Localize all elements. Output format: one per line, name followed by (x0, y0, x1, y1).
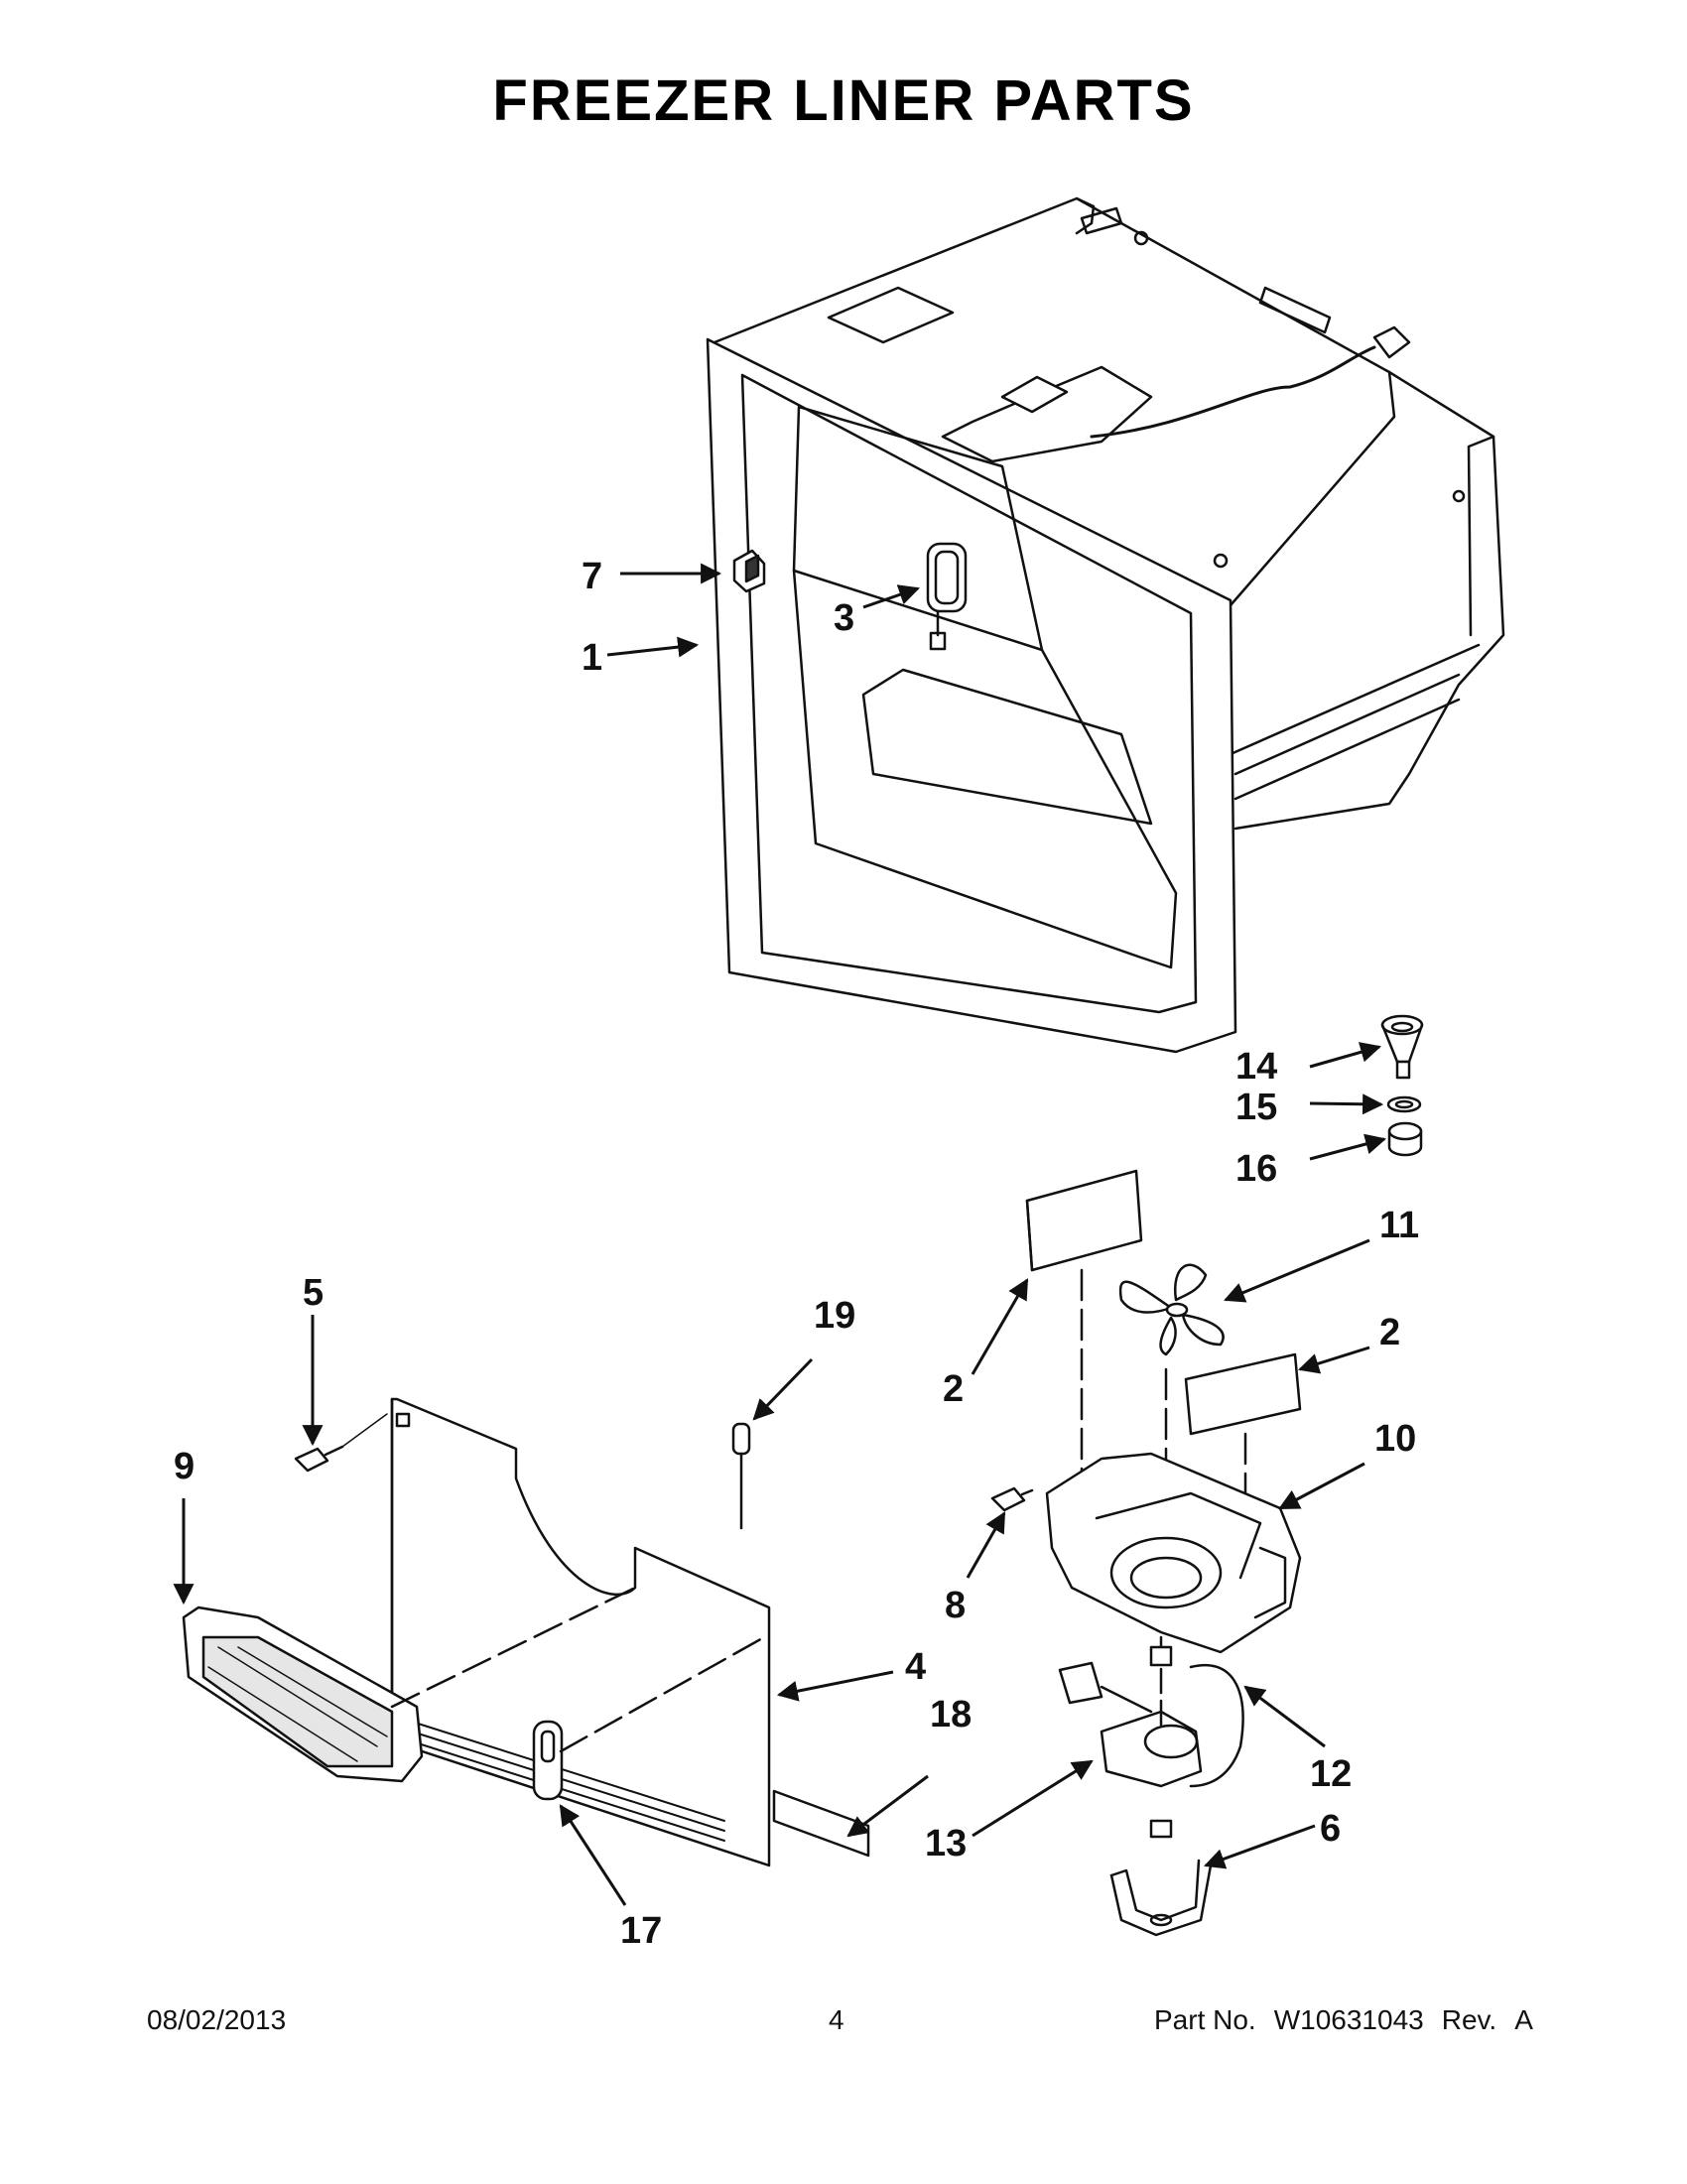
callout-1: 1 (582, 637, 602, 679)
callout-2-right: 2 (1379, 1312, 1400, 1353)
part-10-fan-shroud (1045, 1452, 1302, 1654)
part-label: Part No. (1154, 2004, 1256, 2035)
callout-2-left: 2 (943, 1368, 964, 1410)
part-19-thermistor (731, 1422, 751, 1530)
callout-6: 6 (1320, 1808, 1341, 1850)
rev-label: Rev. (1441, 2004, 1497, 2035)
callout-10: 10 (1374, 1418, 1416, 1460)
freezer-liner (706, 196, 1505, 1054)
page-title: FREEZER LINER PARTS (492, 68, 1195, 133)
part-15-washer (1386, 1095, 1422, 1113)
callout-13: 13 (925, 1823, 967, 1864)
callout-18: 18 (930, 1694, 972, 1735)
callout-9: 9 (174, 1446, 195, 1487)
callout-16: 16 (1235, 1148, 1277, 1190)
callout-12: 12 (1310, 1753, 1352, 1795)
callout-14: 14 (1235, 1046, 1277, 1088)
part-8-screw (990, 1486, 1034, 1512)
part-4-panel (390, 1397, 771, 1867)
part-7-switch (732, 549, 766, 593)
part-14-grommet (1380, 1014, 1424, 1080)
part-2-foam-upper (1025, 1169, 1143, 1272)
part-18-strip (772, 1789, 870, 1858)
callout-7: 7 (582, 556, 602, 597)
part-2-foam-right (1184, 1352, 1302, 1436)
part-9-grille (182, 1606, 424, 1783)
rev-value: A (1514, 2004, 1533, 2035)
footer-date: 08/02/2013 (147, 2004, 287, 2035)
part-12-wire-harness (1189, 1664, 1244, 1788)
part-6-bracket (1109, 1819, 1213, 1937)
part-3-light (926, 542, 968, 651)
callout-17: 17 (620, 1910, 662, 1952)
callout-11: 11 (1379, 1205, 1419, 1246)
callout-5: 5 (303, 1272, 324, 1314)
part-5-screw (294, 1413, 388, 1473)
callout-3: 3 (834, 597, 854, 639)
part-16-spacer (1387, 1121, 1423, 1157)
callout-19: 19 (814, 1295, 855, 1337)
callout-15: 15 (1235, 1087, 1277, 1128)
part-13-motor (1058, 1635, 1203, 1788)
part-number: W10631043 (1273, 2004, 1424, 2035)
footer-part-number: Part No. W10631043 Rev. A (1154, 2004, 1533, 2036)
part-17-sensor (532, 1720, 564, 1801)
callout-8: 8 (945, 1585, 966, 1626)
callout-4: 4 (905, 1646, 926, 1688)
part-11-fan-blade (1118, 1263, 1225, 1356)
footer-page-number: 4 (829, 2004, 844, 2035)
